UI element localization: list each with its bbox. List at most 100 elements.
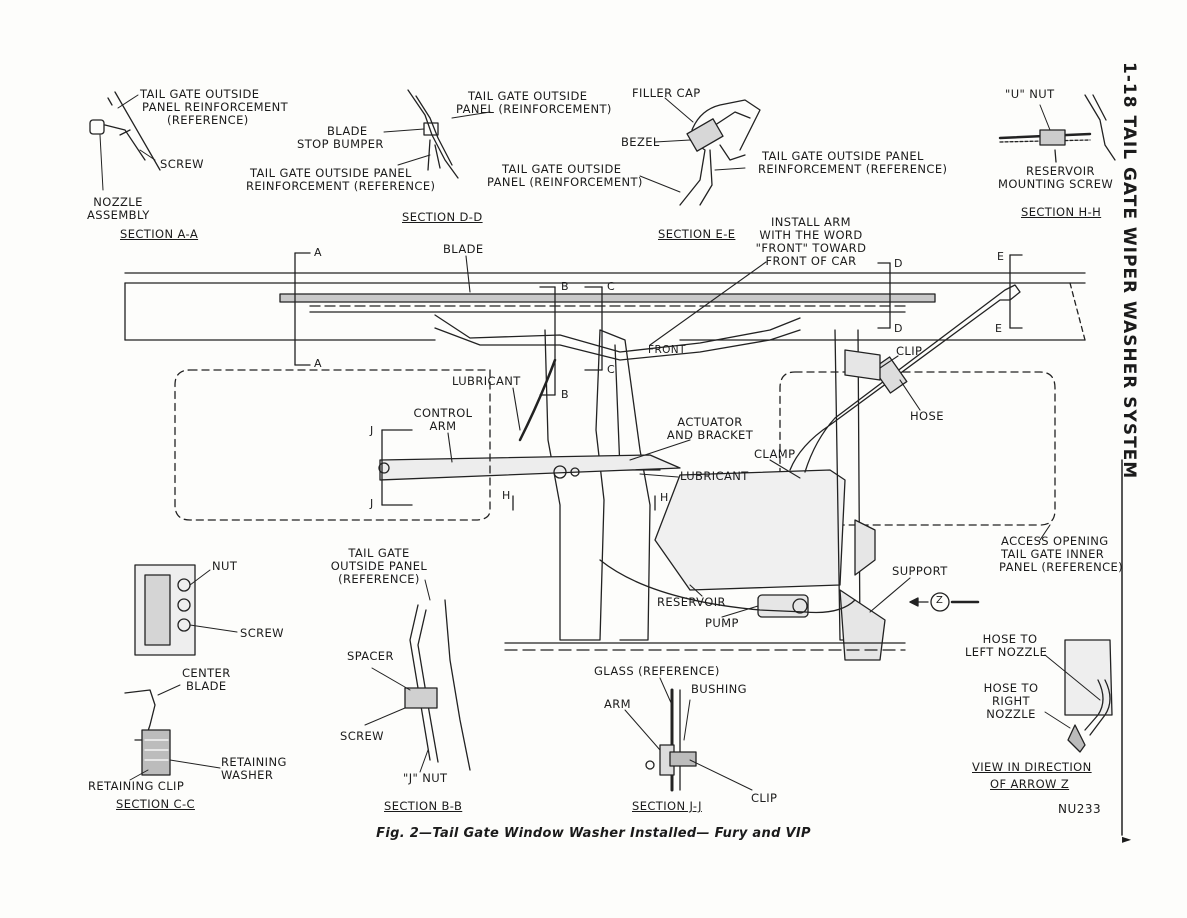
label-access3: PANEL (REFERENCE) (999, 560, 1124, 574)
marker-a-bottom: A (314, 357, 322, 370)
page-header: 1-18 TAIL GATE WIPER WASHER SYSTEM (1115, 62, 1141, 479)
label-b-spacer: SPACER (347, 649, 394, 663)
marker-c-bottom: C (607, 363, 615, 376)
label-e-r1: TAIL GATE OUTSIDE PANEL (762, 149, 924, 163)
label-b-tg1: TAIL GATE (348, 546, 410, 560)
label-b-screw: SCREW (340, 729, 384, 743)
section-h-art (998, 94, 1116, 163)
label-d-p2: PANEL (REINFORCEMENT) (456, 102, 612, 116)
label-j-arm: ARM (604, 697, 631, 711)
label-b-tg2: OUTSIDE PANEL (330, 559, 428, 573)
section-j-title: SECTION J-J (632, 799, 702, 813)
label-install4: FRONT OF CAR (765, 254, 857, 268)
main-leader-lines (447, 255, 1051, 618)
label-install2: WITH THE WORD (759, 228, 863, 242)
marker-c-top: C (607, 280, 615, 293)
label-control1: CONTROL (413, 406, 473, 420)
label-z: Z (936, 595, 943, 606)
label-z-right3: NOZZLE (986, 707, 1036, 721)
section-d-art (383, 89, 491, 179)
label-a-nozzle2: ASSEMBLY (87, 208, 150, 222)
view-z-title1: VIEW IN DIRECTION (972, 760, 1092, 774)
continue-arrow-icon: ► (1122, 832, 1132, 846)
view-z-art (1044, 639, 1113, 753)
label-hose: HOSE (910, 409, 944, 423)
marker-j-bottom: J (370, 497, 374, 510)
label-h-res1: RESERVOIR (1026, 164, 1095, 178)
label-a-l1: TAIL GATE OUTSIDE (140, 87, 260, 101)
section-a-title: SECTION A-A (120, 227, 199, 241)
label-j-bushing: BUSHING (691, 682, 747, 696)
label-c-clip: RETAINING CLIP (88, 779, 185, 793)
section-d-title: SECTION D-D (402, 210, 483, 224)
label-support: SUPPORT (892, 564, 948, 578)
label-a-nozzle1: NOZZLE (93, 195, 143, 209)
arrow-z-marker (930, 592, 950, 612)
marker-h-left: H (502, 489, 511, 502)
label-z-right2: RIGHT (992, 694, 1030, 708)
label-clip: CLIP (896, 344, 923, 358)
tailgate-main-view (124, 252, 1086, 661)
marker-e-top: E (997, 250, 1004, 263)
label-lubricant1: LUBRICANT (452, 374, 521, 388)
label-e-r2: REINFORCEMENT (REFERENCE) (758, 162, 948, 176)
label-c-rw2: WASHER (221, 768, 274, 782)
label-e-p1: TAIL GATE OUTSIDE (502, 162, 622, 176)
label-lubricant2: LUBRICANT (680, 469, 749, 483)
label-install1: INSTALL ARM (771, 215, 851, 229)
label-install3: "FRONT" TOWARD (755, 241, 867, 255)
label-z-left2: LEFT NOZZLE (965, 645, 1048, 659)
hose (789, 284, 1021, 473)
marker-j-top: J (370, 424, 374, 437)
label-control2: ARM (429, 419, 457, 433)
label-j-clip: CLIP (751, 791, 778, 805)
label-d-p1: TAIL GATE OUTSIDE (468, 89, 588, 103)
label-c-screw: SCREW (240, 626, 284, 640)
label-reservoir: RESERVOIR (657, 595, 726, 609)
label-d-r1: TAIL GATE OUTSIDE PANEL (250, 166, 412, 180)
label-actuator2: AND BRACKET (666, 428, 754, 442)
section-b-art (364, 579, 471, 773)
label-c-center2: BLADE (186, 679, 227, 693)
label-c-rw1: RETAINING (221, 755, 287, 769)
marker-e-bottom: E (995, 322, 1002, 335)
marker-a-top: A (314, 246, 322, 259)
label-e-p2: PANEL (REINFORCEMENT) (487, 175, 643, 189)
label-d-b2: STOP BUMPER (297, 137, 384, 151)
section-a-art (89, 91, 161, 191)
section-e-art (639, 97, 761, 206)
label-blade: BLADE (443, 242, 484, 256)
view-z-title2: OF ARROW Z (990, 777, 1070, 791)
marker-h-right: H (660, 491, 669, 504)
section-j-art (624, 677, 753, 792)
section-e-title: SECTION E-E (658, 227, 736, 241)
label-pump: PUMP (705, 616, 739, 630)
label-z-left1: HOSE TO (982, 632, 1038, 646)
reservoir (654, 469, 846, 591)
section-h-title: SECTION H-H (1021, 205, 1102, 219)
marker-d-top: D (894, 257, 903, 270)
marker-b-top: B (561, 280, 569, 293)
label-front: FRONT (648, 344, 686, 356)
label-b-tg3: (REFERENCE) (338, 572, 420, 586)
wiper-blade (279, 293, 936, 303)
marker-d-bottom: D (894, 322, 903, 335)
label-j-glass: GLASS (REFERENCE) (594, 664, 720, 678)
label-actuator1: ACTUATOR (677, 415, 743, 429)
page-title: 1-18 TAIL GATE WIPER WASHER SYSTEM (1119, 62, 1139, 480)
label-h-unut: "U" NUT (1005, 87, 1055, 101)
label-d-r2: REINFORCEMENT (REFERENCE) (246, 179, 436, 193)
label-access2: TAIL GATE INNER (1001, 547, 1105, 561)
figure-caption: Fig. 2—Tail Gate Window Washer Installed… (376, 826, 811, 841)
section-c-title: SECTION C-C (116, 797, 195, 811)
pump (757, 594, 809, 618)
label-e-bezel: BEZEL (621, 135, 660, 149)
label-c-center1: CENTER (182, 666, 231, 680)
marker-b-bottom: B (561, 388, 569, 401)
label-d-b1: BLADE (327, 124, 368, 138)
label-c-nut: NUT (212, 559, 238, 573)
figure-id: NU233 (1058, 802, 1102, 816)
label-b-jnut: "J" NUT (403, 771, 448, 785)
